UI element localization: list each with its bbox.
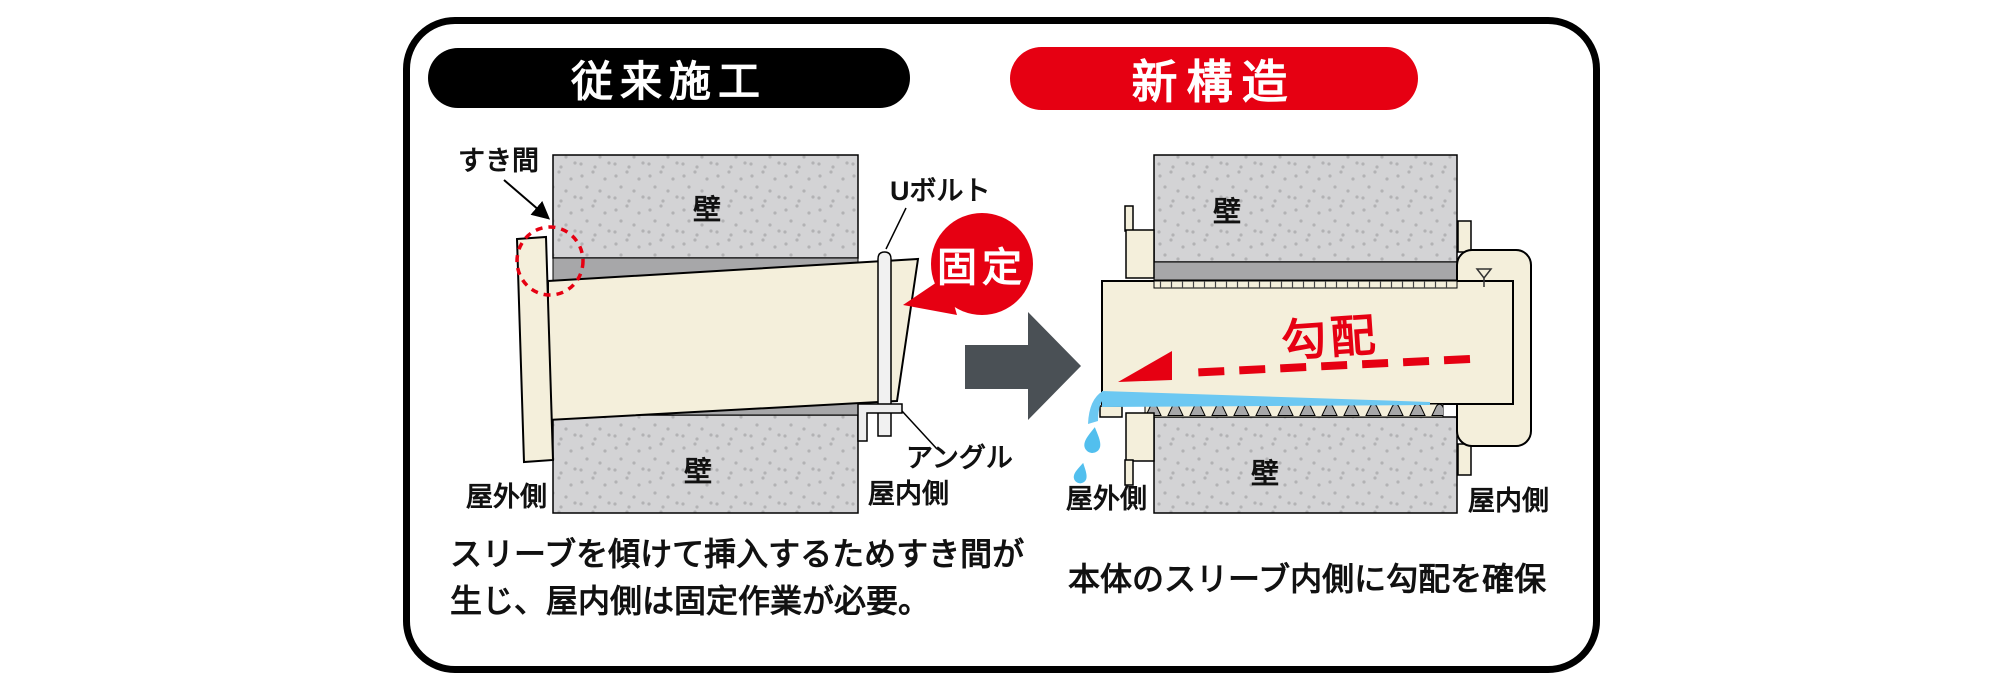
right-wall-top-label: 壁 bbox=[1212, 196, 1242, 227]
slope-label: 勾配 bbox=[1279, 309, 1381, 367]
right-wall-bottom-label: 壁 bbox=[1250, 458, 1280, 489]
left-wall-bottom-label: 壁 bbox=[683, 456, 713, 487]
left-indoor-label: 屋内側 bbox=[868, 479, 949, 509]
badge-conventional: 従来施工 bbox=[428, 48, 910, 108]
left-wall-top-label: 壁 bbox=[692, 194, 722, 225]
ubolt-label: Uボルト bbox=[890, 176, 991, 206]
left-outdoor-label: 屋外側 bbox=[466, 482, 547, 512]
left-caption: スリーブを傾けて挿入するためすき間が 生じ、屋内側は固定作業が必要。 bbox=[450, 531, 1024, 625]
angle-label: アングル bbox=[906, 443, 1013, 473]
right-caption: 本体のスリーブ内側に勾配を確保 bbox=[1068, 561, 1547, 597]
left-caption-line1: スリーブを傾けて挿入するためすき間が bbox=[450, 536, 1025, 572]
right-indoor-label: 屋内側 bbox=[1468, 486, 1549, 516]
badge-new-structure: 新構造 bbox=[1010, 47, 1418, 110]
fixed-badge: 固定 bbox=[937, 246, 1027, 290]
gap-label: すき間 bbox=[458, 146, 539, 176]
left-caption-line2: 生じ、屋内側は固定作業が必要。 bbox=[450, 583, 931, 619]
right-outdoor-label: 屋外側 bbox=[1066, 484, 1147, 514]
